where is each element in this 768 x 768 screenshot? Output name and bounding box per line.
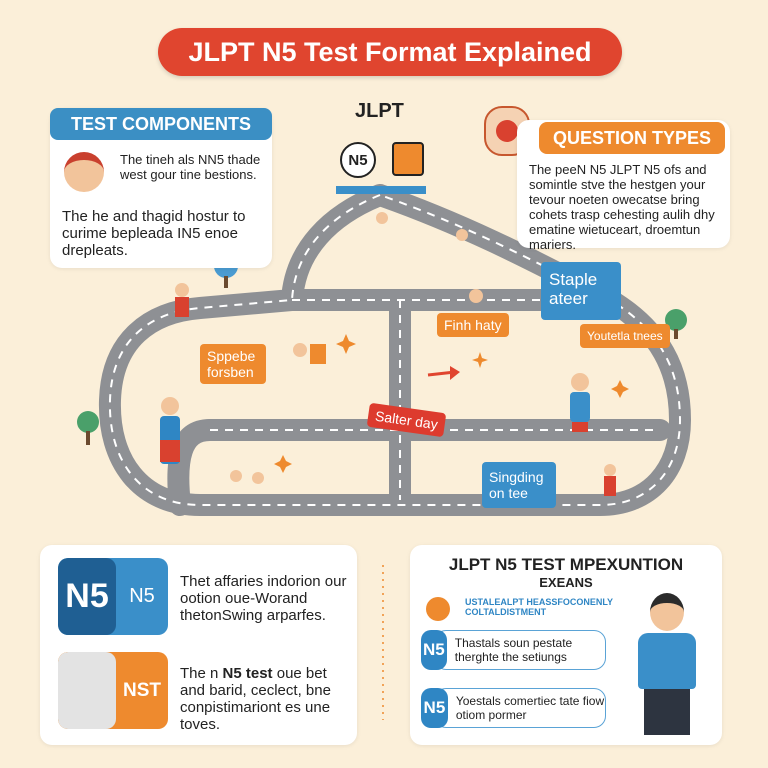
map-label-youtetla: Youtetla tnees: [580, 324, 670, 348]
heart-hand-icon: [426, 597, 450, 621]
student-avatar: [64, 152, 104, 192]
item1-text: Thet affaries indorion our ootion oue-Wo…: [180, 573, 347, 624]
test-components-text1: The tineh als NN5 thade west gour tine b…: [120, 152, 261, 182]
info-item: N5 Thastals soun pestate therghte the se…: [421, 630, 606, 670]
n5-badge-icon: N5: [340, 142, 376, 178]
teacher-legs: [644, 689, 690, 735]
teacher-head: [650, 593, 684, 631]
bottom-right-card: JLPT N5 TEST MPEXUNTION EXEANS USTALEALP…: [410, 545, 722, 745]
logo-banner: [336, 186, 426, 194]
bottom-left-card: N5 N5 Thet affaries indorion our ootion …: [40, 545, 357, 745]
map-label-sppebe: Sppebe forsben: [200, 344, 266, 384]
nst-badge: NST: [58, 652, 168, 729]
jlpt-label: JLPT: [355, 100, 404, 122]
test-components-card: TEST COMPONENTS The tineh als NN5 thade …: [50, 108, 272, 268]
test-components-text2: The he and thagid hostur to curime beple…: [62, 208, 246, 259]
question-types-card: QUESTION TYPES The peeN N5 JLPT N5 ofs a…: [517, 120, 730, 252]
arrow-head: [450, 366, 460, 380]
character-illustrations: [160, 212, 616, 496]
test-components-header: TEST COMPONENTS: [50, 108, 272, 140]
question-types-header: QUESTION TYPES: [539, 122, 725, 154]
map-label-singding: Singding on tee: [482, 462, 556, 508]
teacher-body: [638, 633, 696, 689]
bottom-right-title: JLPT N5 TEST MPEXUNTION: [448, 555, 684, 574]
info-item: N5 Yoestals comertiec tate fiow otiom po…: [421, 688, 606, 728]
map-label-staple: Staple ateer: [541, 262, 621, 320]
sparkles: [274, 334, 629, 473]
map-label-finh: Finh haty: [437, 313, 509, 337]
n5-badge: N5 N5: [58, 558, 168, 635]
bottom-right-subtitle: EXEANS: [539, 575, 593, 590]
test-paper-icon: [392, 142, 424, 176]
page-title: JLPT N5 Test Format Explained: [158, 28, 622, 76]
info-link[interactable]: USTALEALPT HEASSFOCONENLY COLTALDISTMENT: [465, 597, 613, 617]
item2-text: The n N5 test oue bet and barid, ceclect…: [180, 665, 331, 733]
house-icon: [58, 652, 116, 729]
question-types-text: The peeN N5 JLPT N5 ofs and somintle stv…: [529, 162, 715, 252]
